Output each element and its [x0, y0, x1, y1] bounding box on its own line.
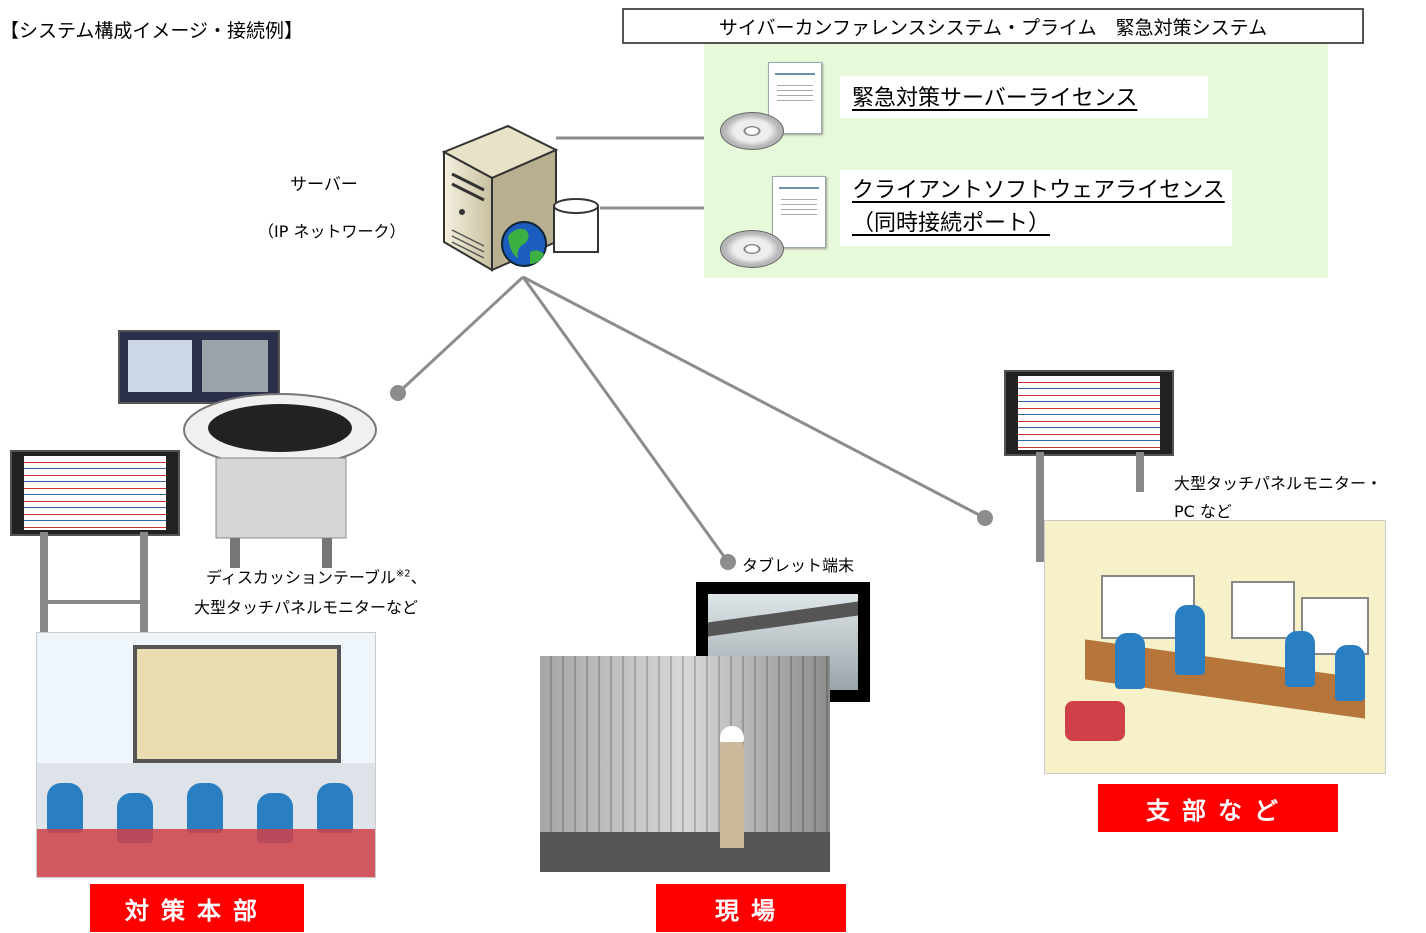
- server-to-site-line: [521, 276, 730, 563]
- hq-location-label: 対策本部: [90, 884, 304, 932]
- license-certificate-icon: [772, 176, 826, 248]
- server-label: サーバー: [290, 175, 358, 195]
- client-license-label: クライアントソフトウェアライセンス （同時接続ポート）: [840, 170, 1232, 246]
- touch-monitor-icon: [1004, 370, 1174, 456]
- cd-disc-icon: [720, 230, 784, 268]
- server-license-label: 緊急対策サーバーライセンス: [840, 76, 1208, 118]
- branch-node-dot: [977, 510, 993, 526]
- discussion-table-display: [118, 330, 280, 404]
- server-to-hq-line: [396, 275, 525, 395]
- tablet-label: タブレット端末: [742, 556, 855, 575]
- branch-devices-line2: PC など: [1174, 502, 1232, 521]
- system-title: サイバーカンファレンスシステム・プライム 緊急対策システム: [622, 8, 1364, 44]
- branch-devices-line1: 大型タッチパネルモニター・: [1174, 474, 1383, 493]
- discussion-table-icon: [183, 393, 377, 568]
- hq-devices-label: ディスカッションテーブル※2、: [206, 564, 427, 588]
- network-label: （IP ネットワーク）: [258, 222, 406, 241]
- site-photo: [540, 656, 830, 872]
- hq-devices-footnote: ※2: [395, 568, 411, 580]
- hq-devices-comma: 、: [410, 568, 427, 587]
- branch-room-illustration: [1044, 520, 1386, 774]
- server-icon: [441, 124, 599, 272]
- touch-monitor-icon: [10, 450, 180, 536]
- site-node-dot: [720, 554, 736, 570]
- hq-room-illustration: [36, 632, 376, 878]
- client-license-line1: クライアントソフトウェアライセンス: [852, 178, 1225, 203]
- hq-devices-line1: ディスカッションテーブル: [206, 568, 396, 587]
- client-license-line2: （同時接続ポート）: [852, 211, 1051, 236]
- branch-location-label: 支部など: [1098, 784, 1338, 832]
- cd-disc-icon: [720, 112, 784, 150]
- site-location-label: 現場: [656, 884, 846, 932]
- hq-node-dot: [390, 385, 406, 401]
- page-heading: 【システム構成イメージ・接続例】: [0, 20, 304, 42]
- hq-devices-line2: 大型タッチパネルモニターなど: [194, 598, 419, 617]
- server-to-branch-line: [522, 275, 986, 520]
